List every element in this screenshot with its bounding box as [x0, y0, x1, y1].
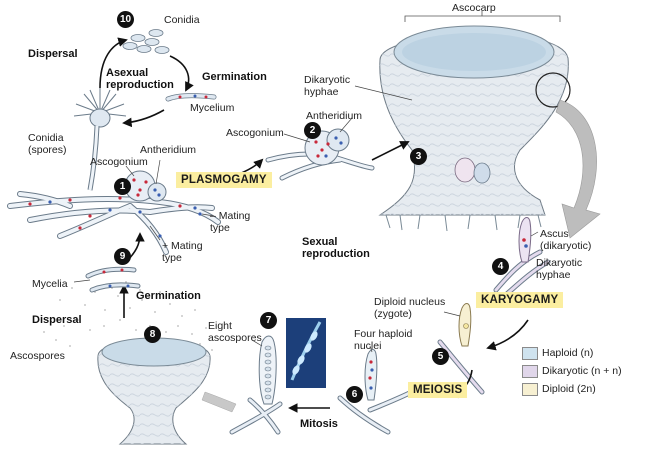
dikaryotic-hyphae-right-label: Dikaryotic hyphae — [536, 257, 583, 281]
ascocarp-illustration — [378, 25, 571, 232]
minus-mating-pointer — [201, 213, 215, 217]
mature-ascocarp-illustration — [97, 337, 211, 445]
conidia-cluster — [122, 29, 170, 54]
step-4-badge: 4 — [492, 258, 509, 275]
mitosis-to-ascocarp-band — [201, 391, 237, 413]
ascogonium-left-pointer — [125, 165, 135, 177]
dispersal-top-label: Dispersal — [28, 48, 78, 60]
germinating-mycelium — [165, 93, 217, 102]
dispersal-bottom-label: Dispersal — [32, 314, 82, 326]
germination-top-label: Germination — [202, 71, 267, 83]
left-ascogonium-antheridium — [124, 170, 167, 202]
step-7-badge: 7 — [260, 312, 277, 329]
four-haploid-pointer — [369, 345, 373, 353]
ascus-dikaryotic-label: Ascus (dikaryotic) — [540, 228, 592, 252]
ascocarp-label: Ascocarp — [452, 2, 496, 14]
mid-mating-hyphae — [265, 128, 375, 181]
mitosis-label: Mitosis — [300, 418, 338, 430]
step-3-badge: 3 — [410, 148, 427, 165]
mycelia-label: Mycelia — [32, 278, 68, 290]
step-9-badge: 9 — [114, 248, 131, 265]
mycelium-to-conidiophore-arrow — [122, 109, 165, 128]
eight-ascospores-pointer — [251, 339, 263, 347]
step-10-badge: 10 — [117, 11, 134, 28]
antheridium-mid-pointer — [339, 117, 353, 133]
meiosis-stage: MEIOSIS — [408, 382, 468, 398]
ascocarp-bracket — [404, 11, 561, 22]
germination-bottom-label: Germination — [136, 290, 201, 302]
diploid-nucleus-pointer — [443, 311, 461, 317]
legend-haploid-label: Haploid (n) — [542, 347, 594, 359]
antheridium-mid-label: Antheridium — [306, 110, 363, 122]
legend-haploid-swatch — [522, 347, 538, 360]
ascogonium-mid-pointer — [283, 133, 311, 143]
ascocarp-to-ascus-arrow — [555, 99, 601, 239]
ascogonium-mid-label: Ascogonium — [226, 127, 284, 139]
germinating-mycelia — [85, 266, 141, 293]
karyogamy-stage: KARYOGAMY — [476, 292, 564, 308]
zygote-illustration — [437, 303, 485, 395]
sexual-reproduction-label: Sexual reproduction — [302, 236, 370, 260]
eight-ascospores-ascus-illustration — [229, 335, 283, 435]
step-2-badge: 2 — [304, 122, 321, 139]
legend-dikaryotic-swatch — [522, 365, 538, 378]
minus-mating-type-label: – Mating type — [210, 210, 251, 234]
ascogonium-left-label: Ascogonium — [90, 156, 148, 168]
asexual-reproduction-label: Asexual reproduction — [106, 67, 174, 91]
step-5-badge: 5 — [432, 348, 449, 365]
conidia-spores-label: Conidia (spores) — [28, 132, 67, 156]
four-haploid-nuclei-label: Four haploid nuclei — [354, 328, 413, 352]
conidia-label: Conidia — [164, 14, 200, 26]
plus-mating-type-label: + Mating type — [162, 240, 203, 264]
mycelia-pointer — [73, 279, 91, 283]
eight-ascospores-label: Eight ascospores — [208, 320, 262, 344]
dikaryotic-hyphae-top-label: Dikaryotic hyphae — [304, 74, 351, 98]
plasmogamy-stage: PLASMOGAMY — [176, 172, 272, 188]
step-6-badge: 6 — [346, 386, 363, 403]
germination-arrow-top — [169, 55, 194, 92]
antheridium-left-label: Antheridium — [140, 144, 197, 156]
antheridium-left-pointer — [155, 159, 161, 185]
karyogamy-step-arrow — [486, 319, 529, 351]
conidiophore — [73, 88, 127, 191]
legend-dikaryotic-label: Dikaryotic (n + n) — [542, 365, 622, 377]
ascospores-label: Ascospores — [10, 350, 65, 362]
legend-diploid-swatch — [522, 383, 538, 396]
ascospores-micrograph — [286, 318, 326, 388]
step-8-badge: 8 — [144, 326, 161, 343]
step-1-badge: 1 — [114, 178, 131, 195]
legend-diploid-label: Diploid (2n) — [542, 383, 596, 395]
dispersal-arrow-top — [99, 37, 128, 89]
diploid-nucleus-label: Diploid nucleus (zygote) — [374, 296, 446, 320]
dikaryotic-hyphae-pointer — [354, 85, 413, 101]
ascus-pointer — [530, 231, 539, 237]
plus-mating-pointer — [149, 225, 161, 241]
mycelium-label: Mycelium — [190, 102, 235, 114]
plasmogamy-to-ascocarp-arrow — [371, 141, 410, 161]
